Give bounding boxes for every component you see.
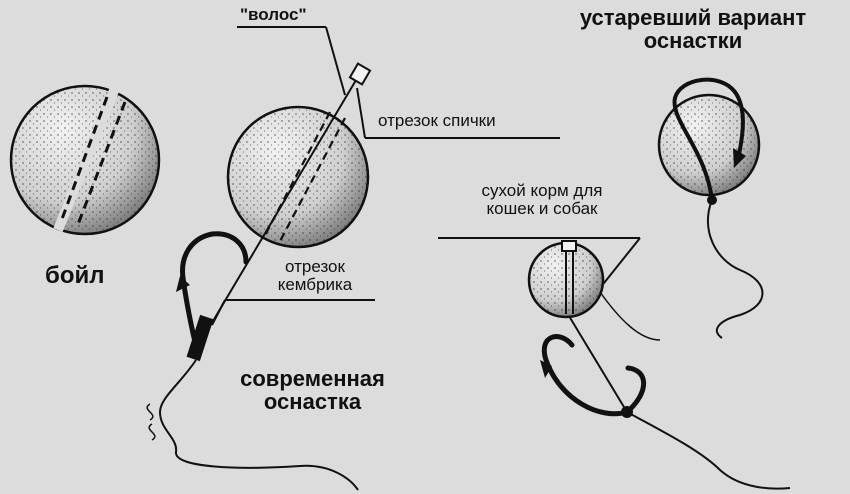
- outdated-hook: [672, 77, 764, 339]
- cambric-label-line2: кембрика: [277, 274, 353, 294]
- cambric-sleeve: [186, 314, 214, 362]
- cambric-label-line1: отрезок: [285, 257, 345, 276]
- dry-food-ball: [527, 240, 605, 319]
- match-piece-stopper: [348, 62, 372, 86]
- match-piece-label: отрезок спички: [378, 111, 496, 130]
- boilie-label: бойл: [45, 262, 105, 289]
- dry-food-hook: [540, 291, 791, 490]
- hair-label: "волос": [240, 5, 307, 24]
- outdated-rig-title: устаревший вариант оснастки: [548, 6, 838, 52]
- boilie-ball: [9, 84, 161, 236]
- modern-rig-title-line1: современная: [240, 366, 385, 391]
- callout-lines: [211, 26, 641, 326]
- modern-rig-ball: [226, 105, 370, 249]
- modern-hook: [146, 231, 359, 491]
- modern-rig-title: современная оснастка: [210, 367, 415, 413]
- outdated-rig-ball: [657, 93, 761, 197]
- outdated-rig-title-line2: оснастки: [643, 28, 743, 54]
- cambric-label: отрезок кембрика: [255, 258, 375, 294]
- modern-rig-title-line2: оснастка: [263, 389, 362, 415]
- dry-food-label-line1: сухой корм для: [481, 181, 603, 200]
- dry-food-label: сухой корм для кошек и собак: [452, 182, 632, 218]
- outdated-rig-title-line1: устаревший вариант: [579, 5, 807, 30]
- dry-food-label-line2: кошек и собак: [486, 198, 598, 218]
